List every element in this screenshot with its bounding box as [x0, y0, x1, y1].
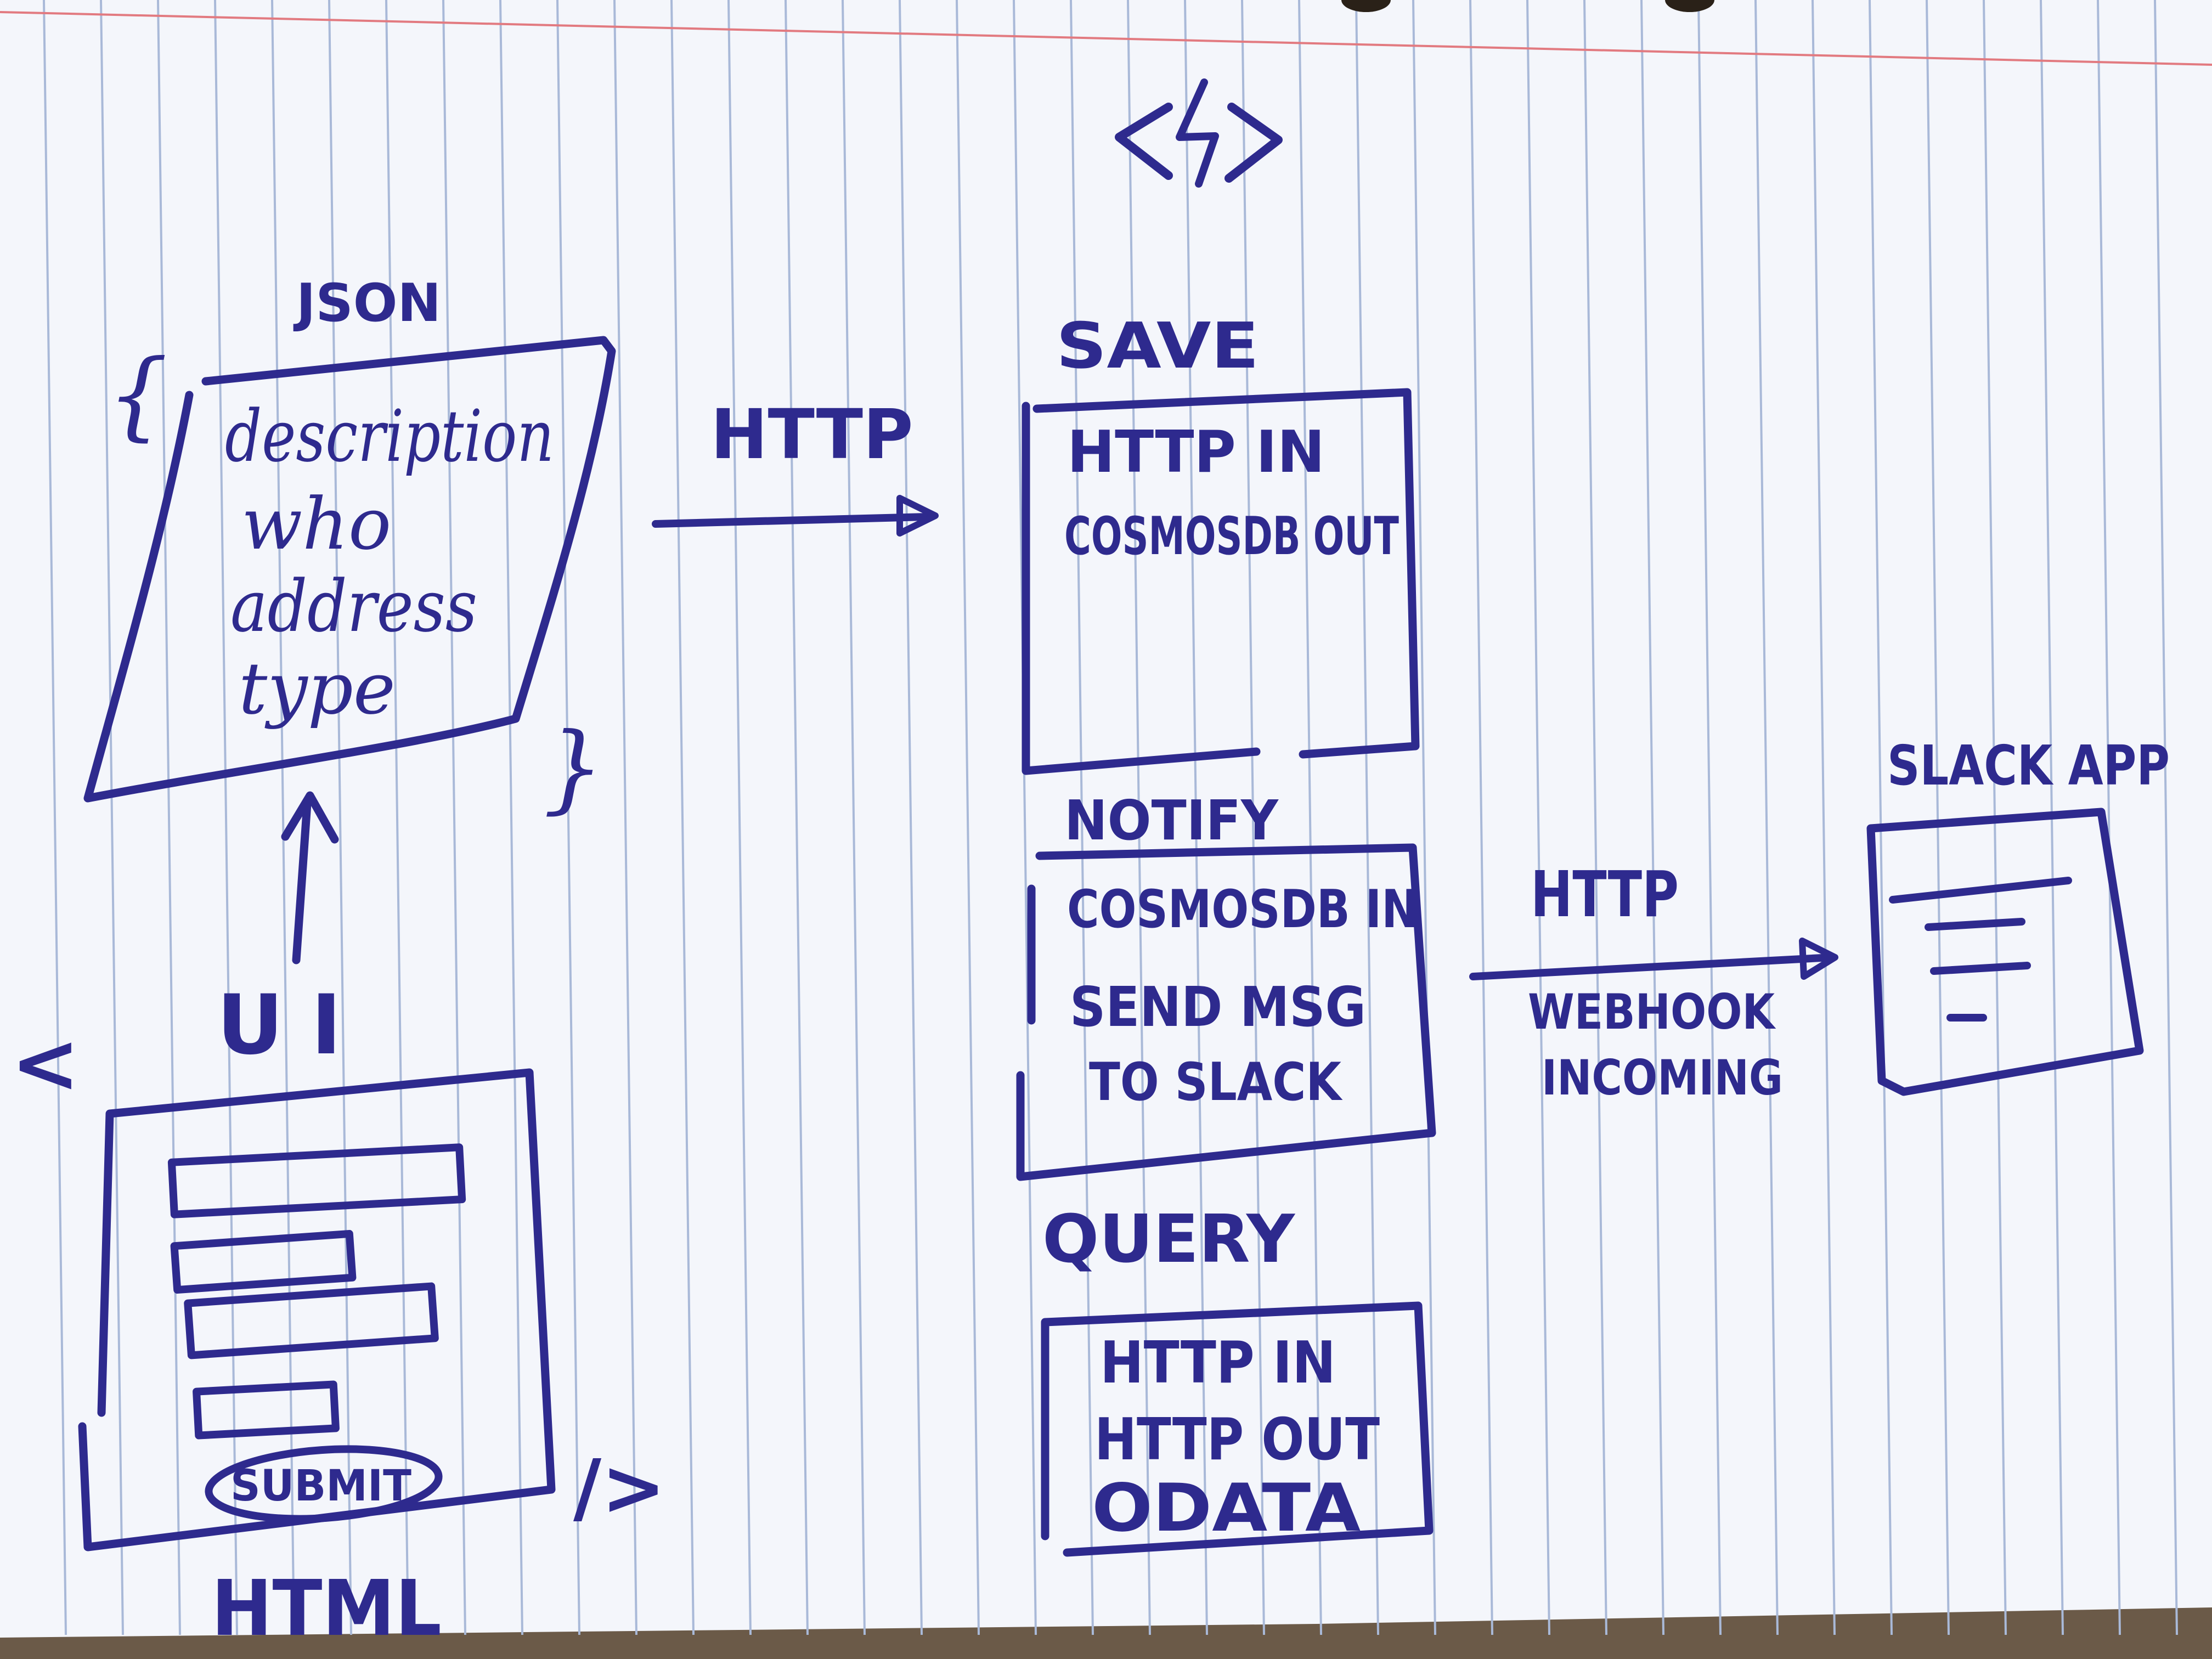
http-arrow-notify-to-slack: HTTP WEBHOOK INCOMING	[1469, 858, 1838, 1106]
query-function-frame	[1041, 1301, 1434, 1557]
paper-rule-line	[385, 0, 409, 1635]
form-input-4	[193, 1380, 340, 1440]
html-title: HTML	[211, 1564, 442, 1654]
paper-rule-line	[727, 0, 752, 1635]
query-line-2: HTTP OUT	[1094, 1406, 1380, 1473]
paper-rule-line	[1754, 0, 1779, 1635]
save-function: SAVE HTTP IN COSMOSDB OUT	[1022, 309, 1420, 775]
slack-message-line-3	[1930, 962, 2031, 975]
query-function: QUERY HTTP IN HTTP OUT ODATA	[1041, 1201, 1434, 1557]
notify-line-1: COSMOSDB IN	[1067, 879, 1418, 940]
notify-line-3: TO SLACK	[1089, 1052, 1343, 1113]
paper-rule-line	[2154, 0, 2178, 1635]
json-field-description: description	[225, 394, 554, 478]
paper-rule-line	[670, 0, 695, 1635]
paper-rule-line	[1412, 0, 1436, 1635]
json-field-type: type	[239, 647, 396, 730]
html-form-frame	[78, 1068, 556, 1551]
query-line-3: ODATA	[1092, 1470, 1361, 1547]
slack-app-frame	[1866, 808, 2144, 1096]
paper-rule-line	[1697, 0, 1722, 1635]
json-field-address: address	[230, 565, 477, 648]
paper-rule-line	[785, 0, 809, 1635]
json-close-brace: }	[543, 713, 604, 824]
paper-rule-line	[1869, 0, 1893, 1635]
slack-message-line-1	[1889, 877, 2072, 904]
paper-rule-line	[1070, 0, 1094, 1635]
http-arrow-1-label: HTTP	[710, 395, 913, 475]
json-open-brace: {	[107, 340, 168, 451]
paper-rule-line	[613, 0, 637, 1635]
paper-rule-line	[214, 0, 238, 1635]
paper-rule-line	[43, 0, 67, 1635]
json-document: JSON { } description who address type	[83, 273, 616, 824]
notify-function: NOTIFY COSMOSDB IN SEND MSG TO SLACK	[1016, 788, 1436, 1181]
paper-rule-line	[1469, 0, 1493, 1635]
save-line-2: COSMOSDB OUT	[1064, 506, 1399, 567]
form-input-1	[167, 1143, 466, 1218]
paper-rule-line	[1184, 0, 1208, 1635]
notify-line-2: SEND MSG	[1070, 975, 1366, 1039]
paper-rule-line	[1526, 0, 1550, 1635]
paper-rule-line	[100, 0, 124, 1635]
query-title: QUERY	[1042, 1201, 1296, 1278]
paper-rule-line	[956, 0, 980, 1635]
paper-rule-line	[1926, 0, 1950, 1635]
json-field-who: who	[241, 482, 391, 566]
paper-rule-line	[1640, 0, 1664, 1635]
slack-app: SLACK APP	[1866, 733, 2170, 1096]
notify-title: NOTIFY	[1064, 788, 1279, 853]
paper-rule-line	[1013, 0, 1037, 1635]
paper-rule-line	[442, 0, 466, 1635]
slack-app-title: SLACK APP	[1887, 733, 2170, 798]
paper-rule-line	[499, 0, 523, 1635]
paper-rule-line	[1583, 0, 1607, 1635]
http-arrow-2-label: HTTP	[1531, 858, 1679, 932]
html-close-tag: />	[573, 1443, 665, 1533]
html-form-sketch: < SUBMIT /> HTML	[11, 1016, 665, 1654]
paper-rule-line	[1298, 0, 1322, 1635]
notify-function-frame	[1016, 843, 1436, 1181]
ui-arrow-up: UI	[217, 791, 369, 1073]
slack-message-line-2	[1925, 918, 2025, 931]
save-line-1: HTTP IN	[1067, 419, 1325, 486]
paper-rule-line	[1355, 0, 1379, 1635]
json-document-frame	[83, 336, 616, 803]
query-line-1: HTTP IN	[1100, 1329, 1336, 1396]
paper-rule-line	[1127, 0, 1151, 1635]
http-arrow-2-sublabel-2: INCOMING	[1542, 1049, 1783, 1106]
paper-rule-line	[1812, 0, 1836, 1635]
form-input-2	[170, 1229, 357, 1294]
paper-rule-line	[328, 0, 352, 1635]
form-submit-label: SUBMIT	[230, 1462, 411, 1511]
form-input-3	[184, 1282, 439, 1359]
html-open-tag: <	[11, 1016, 80, 1111]
paper-rule-line	[1241, 0, 1265, 1635]
http-arrow-json-to-save: HTTP	[652, 395, 939, 537]
paper-rule-line	[899, 0, 923, 1635]
save-title: SAVE	[1056, 309, 1259, 383]
ui-label: UI	[217, 978, 369, 1073]
paper-rule-line	[842, 0, 866, 1635]
paper-rule-line	[271, 0, 295, 1635]
http-arrow-2-sublabel-1: WEBHOOK	[1528, 984, 1776, 1040]
save-function-frame	[1022, 388, 1420, 775]
function-app-icon	[1115, 78, 1283, 188]
json-title: JSON	[293, 273, 441, 334]
paper-rule-line	[2097, 0, 2121, 1635]
paper-rule-line	[556, 0, 580, 1635]
paper-rule-line	[157, 0, 181, 1635]
form-submit-button	[205, 1445, 443, 1523]
